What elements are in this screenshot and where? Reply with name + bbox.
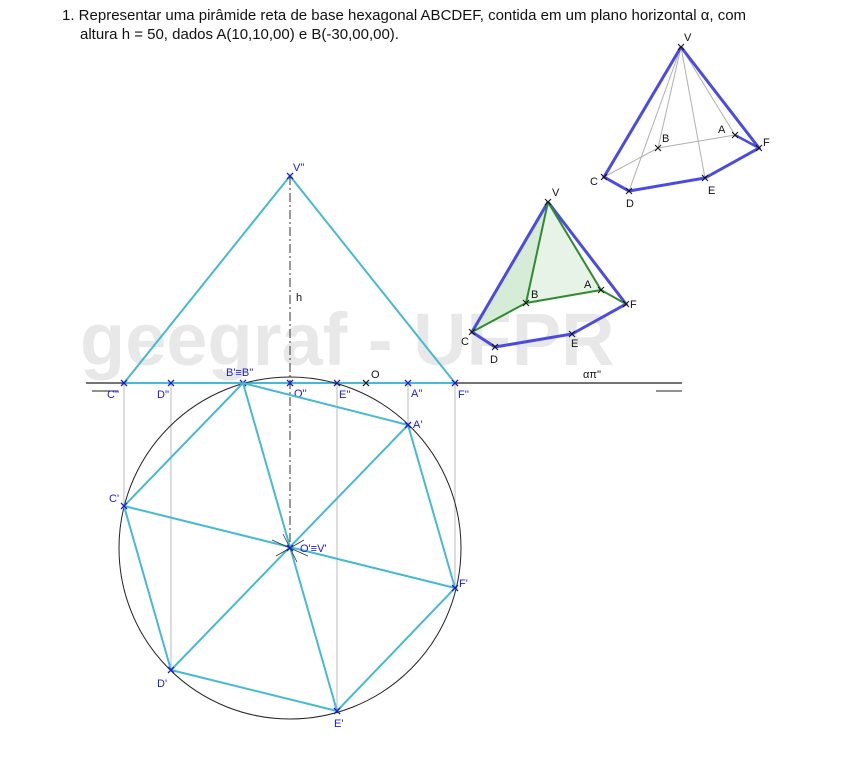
label-c2: C''	[107, 389, 119, 401]
label-f2: F''	[458, 389, 469, 401]
iso2-label-a: A	[718, 124, 726, 136]
point-o-marker	[362, 379, 370, 387]
iso1-label-e: E	[571, 338, 578, 350]
label-a1: A'	[413, 419, 422, 431]
elevation-markers	[120, 172, 459, 387]
iso1-label-d: D	[490, 354, 498, 366]
statement-line-1: 1. Representar uma pirâmide reta de base…	[62, 7, 747, 24]
label-d2: D''	[157, 389, 169, 401]
iso1-label-v: V	[552, 187, 560, 199]
label-o1-v1: O'≡V'	[300, 543, 327, 555]
iso2-label-e: E	[708, 185, 715, 197]
iso1-label-b: B	[531, 289, 538, 301]
iso-pyramid-shaded: V B A C F D E	[461, 187, 637, 366]
iso2-label-d: D	[626, 198, 634, 210]
iso2-label-v: V	[684, 32, 692, 44]
problem-statement: 1. Representar uma pirâmide reta de base…	[62, 6, 822, 44]
iso2-label-b: B	[662, 133, 669, 145]
circumscribed-circle	[118, 376, 462, 720]
label-b-b2: B'≡B''	[226, 367, 253, 379]
iso1-label-a: A	[584, 279, 592, 291]
label-a2: A''	[411, 388, 423, 400]
iso2-label-f: F	[763, 137, 770, 149]
iso1-label-f: F	[630, 299, 637, 311]
label-d1: D'	[157, 678, 167, 690]
label-e1: E'	[334, 718, 343, 730]
label-plane: απ''	[583, 369, 601, 381]
iso-pyramid-wireframe: V B A C F D E	[590, 32, 770, 210]
iso1-label-c: C	[461, 336, 469, 348]
ground-line	[86, 382, 682, 392]
label-v2: V''	[293, 162, 305, 174]
label-o: O	[371, 369, 380, 381]
elevation-edge-left	[123, 175, 291, 384]
projection-lines	[123, 383, 456, 711]
watermark: geegraf - UFPR	[80, 298, 615, 381]
statement-line-2: altura h = 50, dados A(10,10,00) e B(-30…	[80, 26, 399, 43]
label-c1: C'	[109, 493, 119, 505]
elevation-edge-right	[289, 175, 456, 384]
plan-markers	[120, 421, 459, 715]
label-h: h	[296, 292, 302, 304]
label-e2: E''	[339, 389, 351, 401]
label-f1: F'	[459, 578, 468, 590]
iso2-label-c: C	[590, 176, 598, 188]
